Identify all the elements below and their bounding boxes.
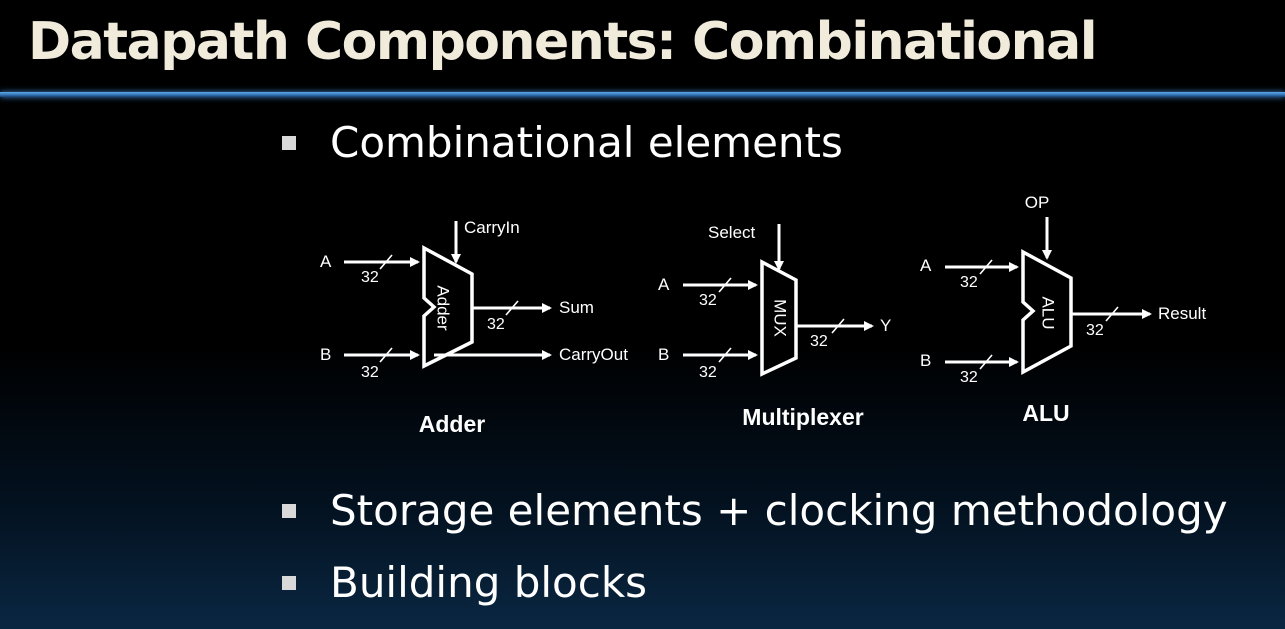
bullet-text: Storage elements + clocking methodology bbox=[330, 486, 1228, 535]
alu-caption: ALU bbox=[1022, 400, 1069, 426]
mux-input-b-label: B bbox=[658, 345, 669, 364]
adder-carry-out-label: CarryOut bbox=[559, 345, 628, 364]
adder-caption: Adder bbox=[419, 411, 486, 437]
alu-block-label: ALU bbox=[1039, 296, 1058, 329]
mux-select-label: Select bbox=[708, 223, 756, 242]
alu-input-a-label: A bbox=[920, 256, 932, 275]
mux-out-bus-slash bbox=[831, 318, 845, 334]
bullet-text: Building blocks bbox=[330, 558, 648, 607]
bullet-square-icon bbox=[282, 575, 296, 590]
multiplexer-diagram: MUX A 32 B 32 Select Y 32 Multiplexer bbox=[658, 223, 891, 430]
alu-diagram: ALU A 32 B 32 OP Result 32 ALU bbox=[920, 193, 1206, 426]
alu-b-bus-slash bbox=[979, 354, 993, 370]
alu-b-bus-width: 32 bbox=[960, 369, 978, 386]
alu-op-label: OP bbox=[1025, 193, 1050, 212]
bullet-combinational: Combinational elements bbox=[282, 118, 843, 167]
adder-b-bus-width: 32 bbox=[361, 364, 379, 381]
alu-out-bus-slash bbox=[1105, 306, 1119, 322]
alu-a-bus-slash bbox=[979, 259, 993, 275]
alu-input-b-label: B bbox=[920, 351, 931, 370]
adder-sum-bus-width: 32 bbox=[487, 316, 505, 333]
bullet-square-icon bbox=[282, 135, 296, 150]
mux-caption: Multiplexer bbox=[742, 404, 863, 430]
alu-out-bus-width: 32 bbox=[1086, 322, 1104, 339]
mux-out-bus-width: 32 bbox=[810, 333, 828, 350]
bullet-storage: Storage elements + clocking methodology bbox=[282, 486, 1228, 535]
adder-sum-bus-slash bbox=[505, 300, 519, 316]
alu-result-label: Result bbox=[1158, 304, 1206, 323]
adder-carry-in-label: CarryIn bbox=[464, 218, 520, 237]
adder-b-bus-slash bbox=[379, 347, 393, 363]
mux-b-bus-slash bbox=[718, 347, 732, 363]
mux-a-bus-slash bbox=[718, 277, 732, 293]
slide-title: Datapath Components: Combinational bbox=[28, 12, 1098, 72]
adder-input-a-label: A bbox=[320, 252, 332, 271]
adder-block-shape bbox=[422, 245, 474, 369]
mux-output-label: Y bbox=[880, 316, 891, 335]
bullet-text: Combinational elements bbox=[330, 118, 843, 167]
alu-a-bus-width: 32 bbox=[960, 274, 978, 291]
adder-diagram: Adder A 32 B 32 CarryIn Sum 32 CarryOut … bbox=[320, 218, 628, 437]
adder-a-bus-width: 32 bbox=[361, 269, 379, 286]
adder-a-bus-slash bbox=[379, 254, 393, 270]
bullet-building-blocks: Building blocks bbox=[282, 558, 647, 607]
title-underline bbox=[0, 92, 1285, 97]
mux-block-shape bbox=[760, 259, 798, 377]
mux-input-a-label: A bbox=[658, 275, 670, 294]
mux-a-bus-width: 32 bbox=[699, 292, 717, 309]
alu-block-shape bbox=[1021, 249, 1073, 375]
adder-input-b-label: B bbox=[320, 345, 331, 364]
adder-block-label: Adder bbox=[434, 285, 453, 331]
adder-sum-label: Sum bbox=[559, 298, 594, 317]
mux-block-label: MUX bbox=[771, 299, 790, 337]
mux-b-bus-width: 32 bbox=[699, 364, 717, 381]
bullet-square-icon bbox=[282, 503, 296, 518]
